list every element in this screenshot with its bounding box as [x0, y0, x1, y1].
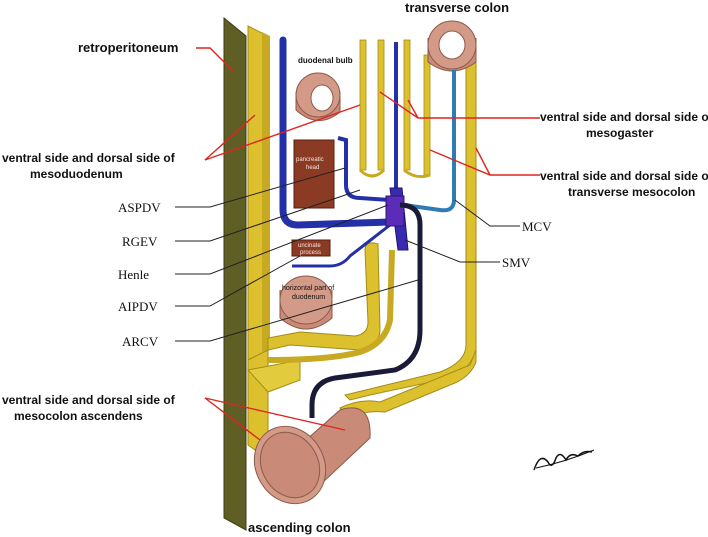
label-horizontal-duodenum-2: duodenum: [292, 294, 325, 301]
retroperitoneum-wall: [223, 16, 247, 531]
label-aipdv: AIPDV: [118, 299, 158, 314]
leader-smv: [404, 239, 500, 263]
leader-aspdv: [175, 167, 346, 208]
leader-mesogaster-2: [407, 99, 419, 119]
label-mesogaster-line1: ventral side and dorsal side of: [540, 110, 708, 124]
horizontal-duodenum: [279, 275, 333, 330]
label-uncinate-2: process: [300, 250, 321, 256]
label-aspdv: ASPDV: [118, 200, 161, 215]
label-mesocolon-ascendens-line2: mesocolon ascendens: [14, 409, 143, 423]
leader-ascendens-1: [204, 397, 261, 441]
label-mesoduodenum-line1: ventral side and dorsal side of: [2, 151, 176, 165]
leader-retroperitoneum: [196, 47, 235, 73]
label-arcv: ARCV: [122, 334, 159, 349]
label-mesocolon-ascendens-line1: ventral side and dorsal side of: [2, 393, 176, 407]
label-transverse-colon: transverse colon: [405, 0, 509, 15]
leader-henle: [175, 204, 389, 275]
leader-mesoduodenum-2: [204, 104, 361, 161]
leader-arcv: [175, 279, 419, 342]
ascending-colon: [253, 407, 371, 505]
label-horizontal-duodenum-1: horizontal part of: [282, 285, 334, 292]
arcv-vein: [309, 202, 423, 418]
mcv-vein: [403, 70, 456, 213]
leader-mcv: [454, 199, 520, 227]
leader-rgev: [175, 189, 361, 242]
leader-mesoduodenum: [204, 114, 256, 161]
mesentery-curve: [267, 249, 395, 363]
label-henle: Henle: [118, 267, 149, 282]
duodenal-bulb: [295, 72, 341, 121]
signature: [533, 450, 593, 471]
label-smv: SMV: [502, 255, 531, 270]
aipdv-vein: [292, 223, 391, 268]
label-mesogaster-line2: mesogaster: [586, 126, 654, 140]
label-ascending-colon: ascending colon: [248, 520, 351, 535]
black-leaders: [175, 167, 520, 342]
label-rgev: RGEV: [122, 234, 158, 249]
label-transverse-mesocolon-line1: ventral side and dorsal side of: [540, 169, 708, 183]
leader-mesocolon-2: [475, 147, 491, 176]
label-retroperitoneum: retroperitoneum: [78, 40, 178, 55]
uncinate-process: [291, 239, 331, 257]
veins: [279, 36, 456, 418]
red-leaders: [196, 47, 540, 441]
label-pancreatic-head-2: head: [306, 165, 319, 171]
leader-aipdv: [175, 255, 301, 307]
signature-underline: [535, 449, 595, 469]
label-transverse-mesocolon-line2: transverse mesocolon: [568, 185, 695, 199]
rgev-vein: [279, 36, 394, 229]
henle-trunk: [385, 195, 405, 227]
label-mcv: MCV: [522, 219, 552, 234]
leader-mesocolon-1: [429, 149, 540, 176]
mesoduodenum-sheet-front: [262, 32, 270, 352]
label-uncinate-1: uncinate: [298, 243, 321, 249]
label-duodenal-bulb: duodenal bulb: [298, 56, 353, 65]
label-pancreatic-head-1: pancreatic: [296, 157, 324, 163]
transverse-colon: [427, 20, 477, 72]
pancreatic-head: [293, 139, 335, 209]
label-mesoduodenum-line2: mesoduodenum: [30, 167, 123, 181]
leader-ascendens-2: [204, 397, 346, 431]
mesocolon-ascendens-fold: [247, 359, 301, 393]
